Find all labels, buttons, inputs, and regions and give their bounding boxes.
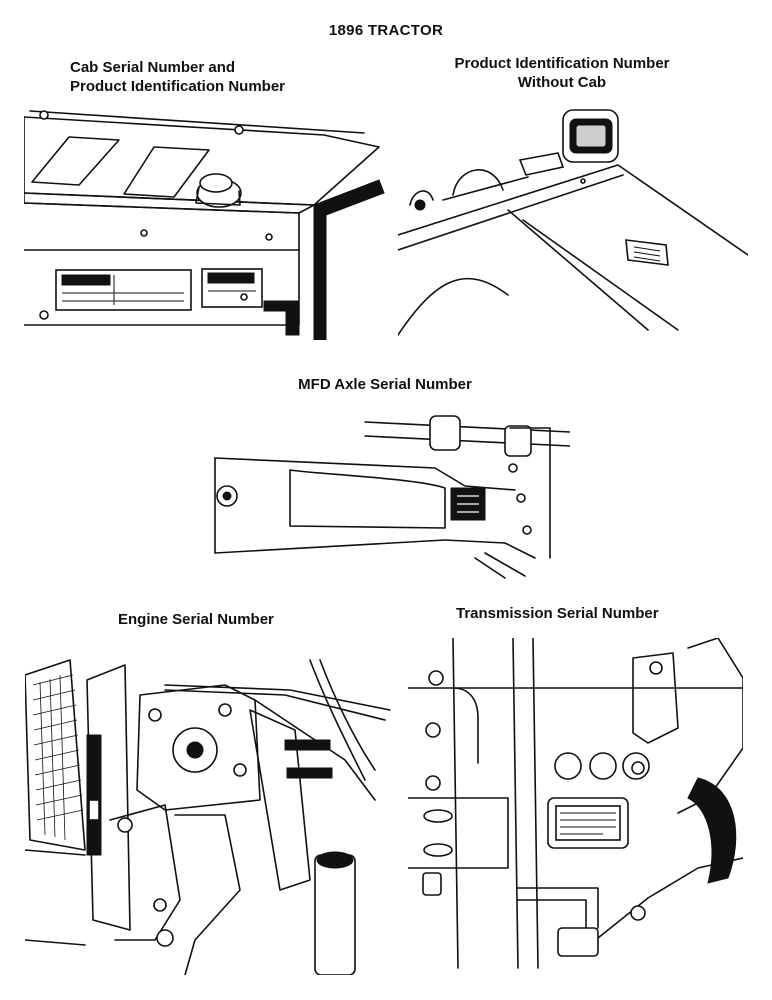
pin-without-cab-caption: Product Identification Number Without Ca… <box>432 54 692 92</box>
mfd-axle-caption: MFD Axle Serial Number <box>298 376 472 393</box>
transmission-serial-illustration <box>408 638 743 978</box>
cab-caption-line1: Cab Serial Number and <box>70 59 236 76</box>
transmission-serial-caption: Transmission Serial Number <box>456 605 659 622</box>
page-title: 1896 TRACTOR <box>328 22 444 39</box>
pin-caption-line1: Product Identification Number <box>454 55 670 72</box>
pin-caption-line2: Without Cab <box>517 74 607 91</box>
cab-caption-line2: Product Identification Number <box>70 78 286 95</box>
pin-without-cab-illustration <box>398 105 748 340</box>
mfd-axle-illustration <box>205 408 570 588</box>
engine-serial-caption: Engine Serial Number <box>118 611 274 628</box>
cab-serial-illustration <box>24 105 394 340</box>
cab-serial-caption: Cab Serial Number and Product Identifica… <box>70 58 285 96</box>
engine-serial-illustration <box>25 640 400 975</box>
